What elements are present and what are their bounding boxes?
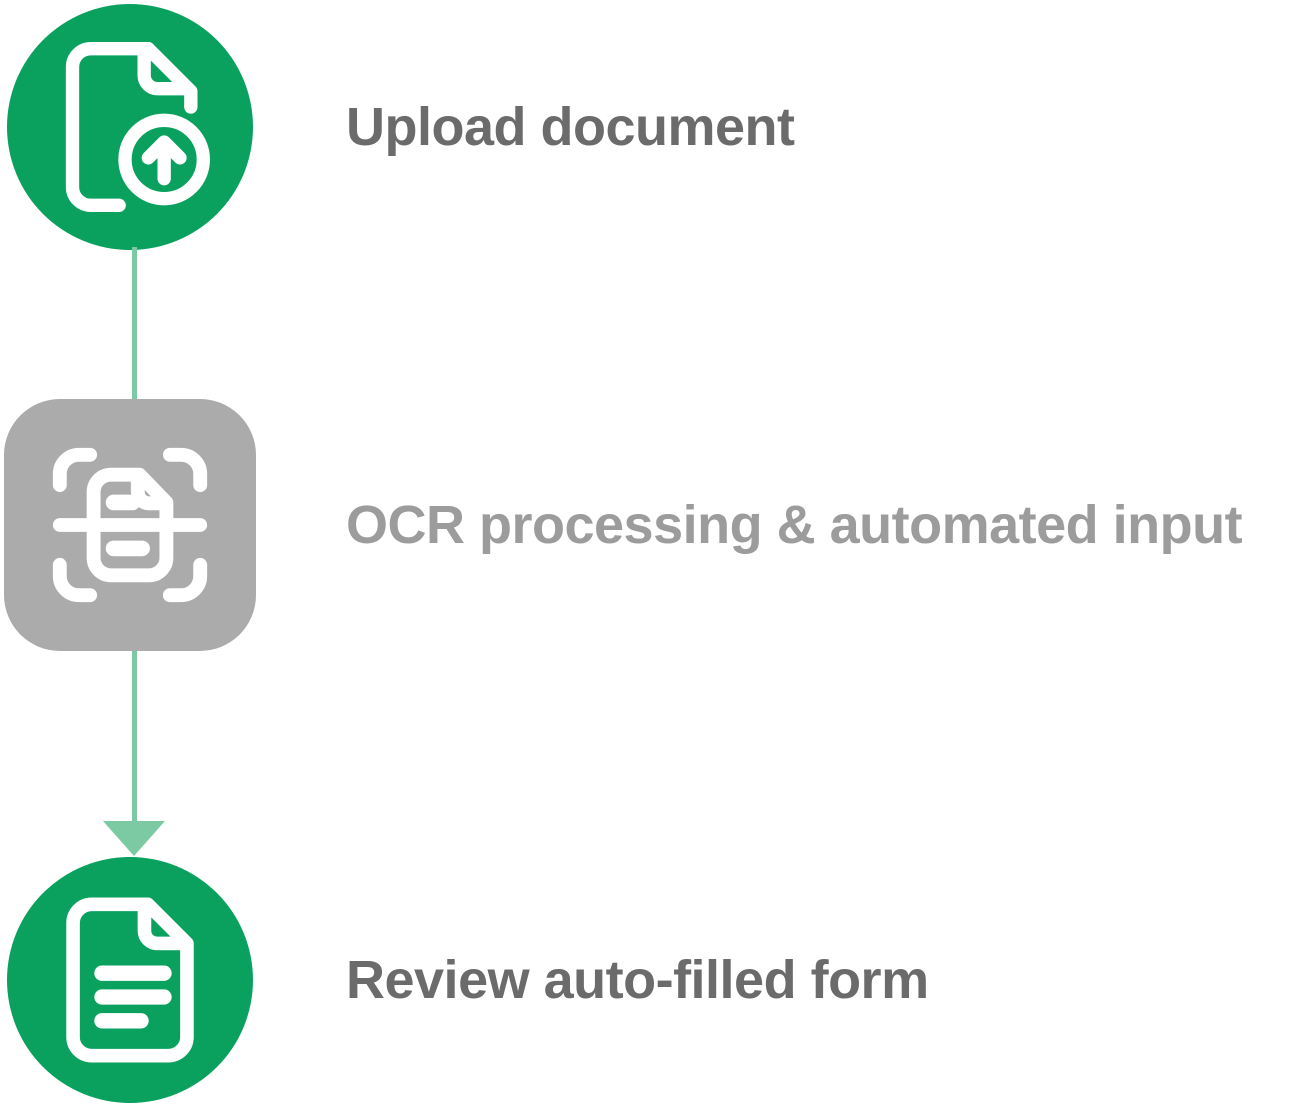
document-upload-icon — [65, 42, 211, 212]
step-upload-badge — [7, 4, 253, 250]
step-review-badge — [7, 857, 253, 1103]
document-text-icon — [66, 897, 194, 1063]
connector-line-2 — [132, 651, 137, 823]
step-ocr-label: OCR processing & automated input — [346, 495, 1243, 555]
step-upload-label: Upload document — [346, 97, 795, 157]
step-review-label: Review auto-filled form — [346, 950, 929, 1010]
step-ocr-badge — [4, 399, 256, 651]
document-scan-icon — [52, 447, 208, 603]
arrow-down-icon — [103, 821, 165, 856]
connector-line-1 — [132, 247, 137, 399]
